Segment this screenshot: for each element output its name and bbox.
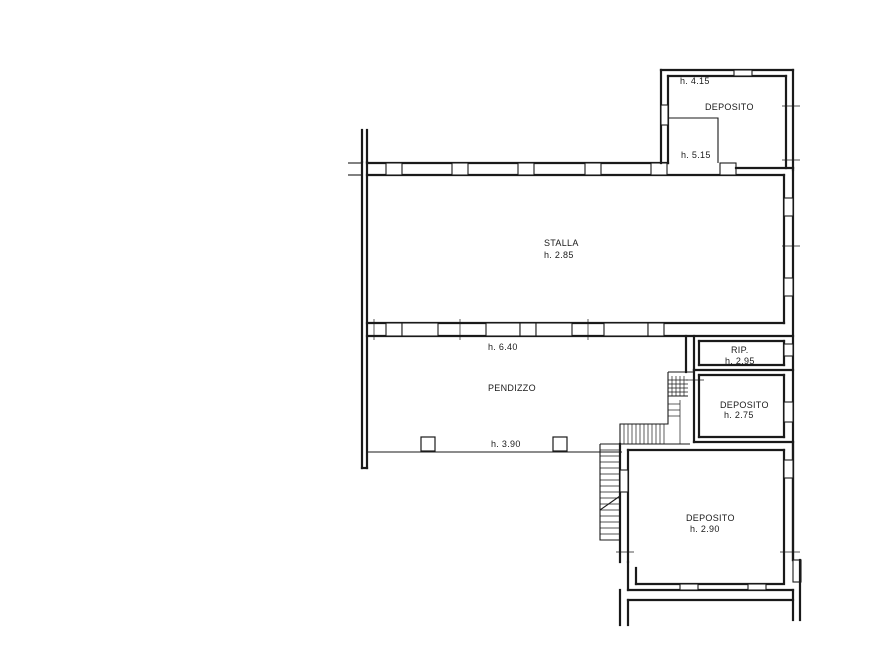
- outer-wall-left: [348, 128, 369, 470]
- stalla-bottom-openings: [373, 319, 665, 340]
- rip-height: h. 2.95: [725, 356, 755, 366]
- bottom-continuation: [618, 558, 802, 627]
- staircase: [599, 371, 695, 541]
- stalla-height: h. 2.85: [544, 250, 574, 260]
- deposito-top-name: DEPOSITO: [705, 102, 754, 112]
- deposito-low-height: h. 2.90: [690, 524, 720, 534]
- deposito-top-walls: [659, 68, 800, 172]
- stalla-right-windows: [782, 197, 800, 297]
- pendizzo-name: PENDIZZO: [488, 383, 536, 393]
- deposito-mid-name: DEPOSITO: [720, 400, 769, 410]
- deposito-top-h-lower: h. 5.15: [681, 150, 711, 160]
- stalla-name: STALLA: [544, 238, 579, 248]
- pendizzo-walls: [367, 334, 688, 453]
- rip-name: RIP.: [731, 345, 749, 355]
- pendizzo-h-upper: h. 6.40: [488, 342, 518, 352]
- deposito-low-walls: [616, 440, 802, 592]
- rip-walls: [692, 334, 795, 372]
- deposito-low-name: DEPOSITO: [686, 513, 735, 523]
- pendizzo-h-lower: h. 3.90: [491, 439, 521, 449]
- stalla-top-windows: [385, 162, 737, 176]
- labels: h. 4.15 DEPOSITO h. 5.15 STALLA h. 2.85 …: [488, 76, 769, 534]
- deposito-mid-height: h. 2.75: [724, 410, 754, 420]
- deposito-top-h-upper: h. 4.15: [680, 76, 710, 86]
